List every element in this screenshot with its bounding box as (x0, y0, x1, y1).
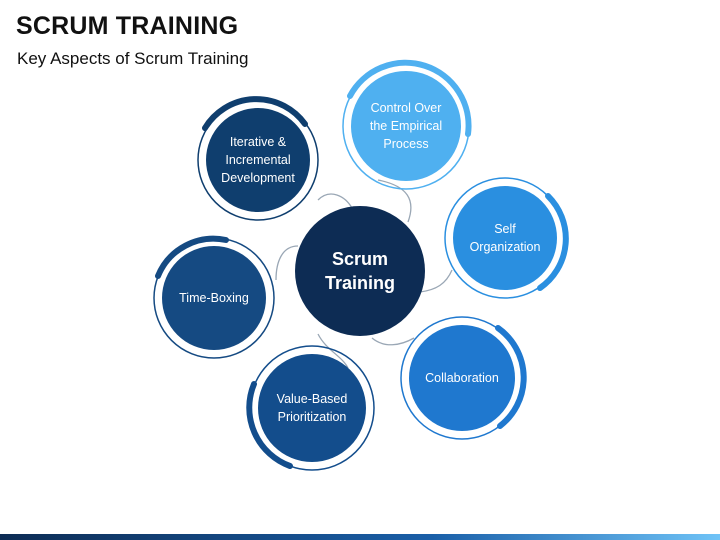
arc-iterative (202, 96, 308, 131)
node-value-based: Value-Based Prioritization (258, 354, 366, 462)
connector-self-org (419, 269, 453, 293)
arc-collab (495, 325, 527, 429)
arc-control (347, 59, 472, 137)
node-time-boxing: Time-Boxing (162, 246, 266, 350)
connector-timebox (275, 245, 299, 281)
node-control: Control Over the Empirical Process (351, 71, 461, 181)
connector-collab (371, 337, 415, 346)
connector-iterative (317, 193, 353, 209)
footer-bar (0, 534, 720, 540)
node-iterative: Iterative & Incremental Development (206, 108, 310, 212)
connector-value (317, 333, 349, 369)
page-subtitle: Key Aspects of Scrum Training (17, 49, 249, 68)
page-title: SCRUM TRAINING (16, 12, 239, 40)
arc-value (246, 381, 293, 469)
arc-self-org (537, 193, 569, 291)
connector-control (377, 179, 412, 223)
node-center-scrum-training: Scrum Training (295, 206, 425, 336)
node-collaboration: Collaboration (409, 325, 515, 431)
node-self-org: Self Organization (453, 186, 557, 290)
arc-timebox (155, 235, 229, 279)
